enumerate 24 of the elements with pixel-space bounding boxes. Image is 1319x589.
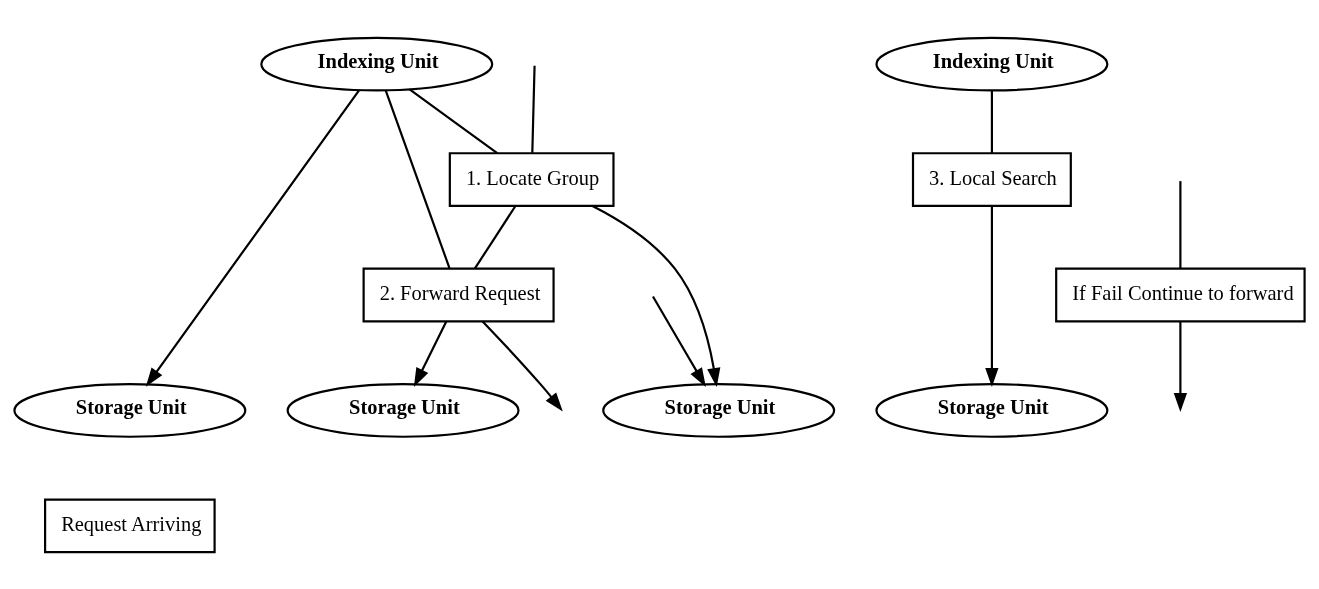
connector <box>990 90 993 153</box>
connector <box>531 65 536 153</box>
node-ellipse: Storage Unit <box>286 382 520 438</box>
arrow <box>481 320 563 411</box>
node-box: 3. Local Search <box>911 151 1072 207</box>
connector <box>384 89 451 268</box>
arrow <box>652 295 706 387</box>
node-box: 2. Forward Request <box>362 267 555 322</box>
arrow <box>591 204 721 387</box>
node-ellipse: Storage Unit <box>875 382 1109 438</box>
node-ellipse: Storage Unit <box>13 382 247 438</box>
node-box: Request Arriving <box>44 497 216 553</box>
connector <box>1179 180 1182 268</box>
node-box: 1. Locate Group <box>448 151 615 207</box>
node-ellipse: Indexing Unit <box>260 36 494 92</box>
connector <box>473 204 517 269</box>
node-ellipse: Indexing Unit <box>875 36 1109 92</box>
connector <box>408 88 498 154</box>
arrow <box>985 205 999 387</box>
arrow <box>413 320 448 387</box>
arrow <box>145 89 360 387</box>
node-box: If Fail Continue to forward <box>1055 267 1306 322</box>
node-ellipse: Storage Unit <box>602 382 836 438</box>
arrow <box>1173 320 1188 412</box>
